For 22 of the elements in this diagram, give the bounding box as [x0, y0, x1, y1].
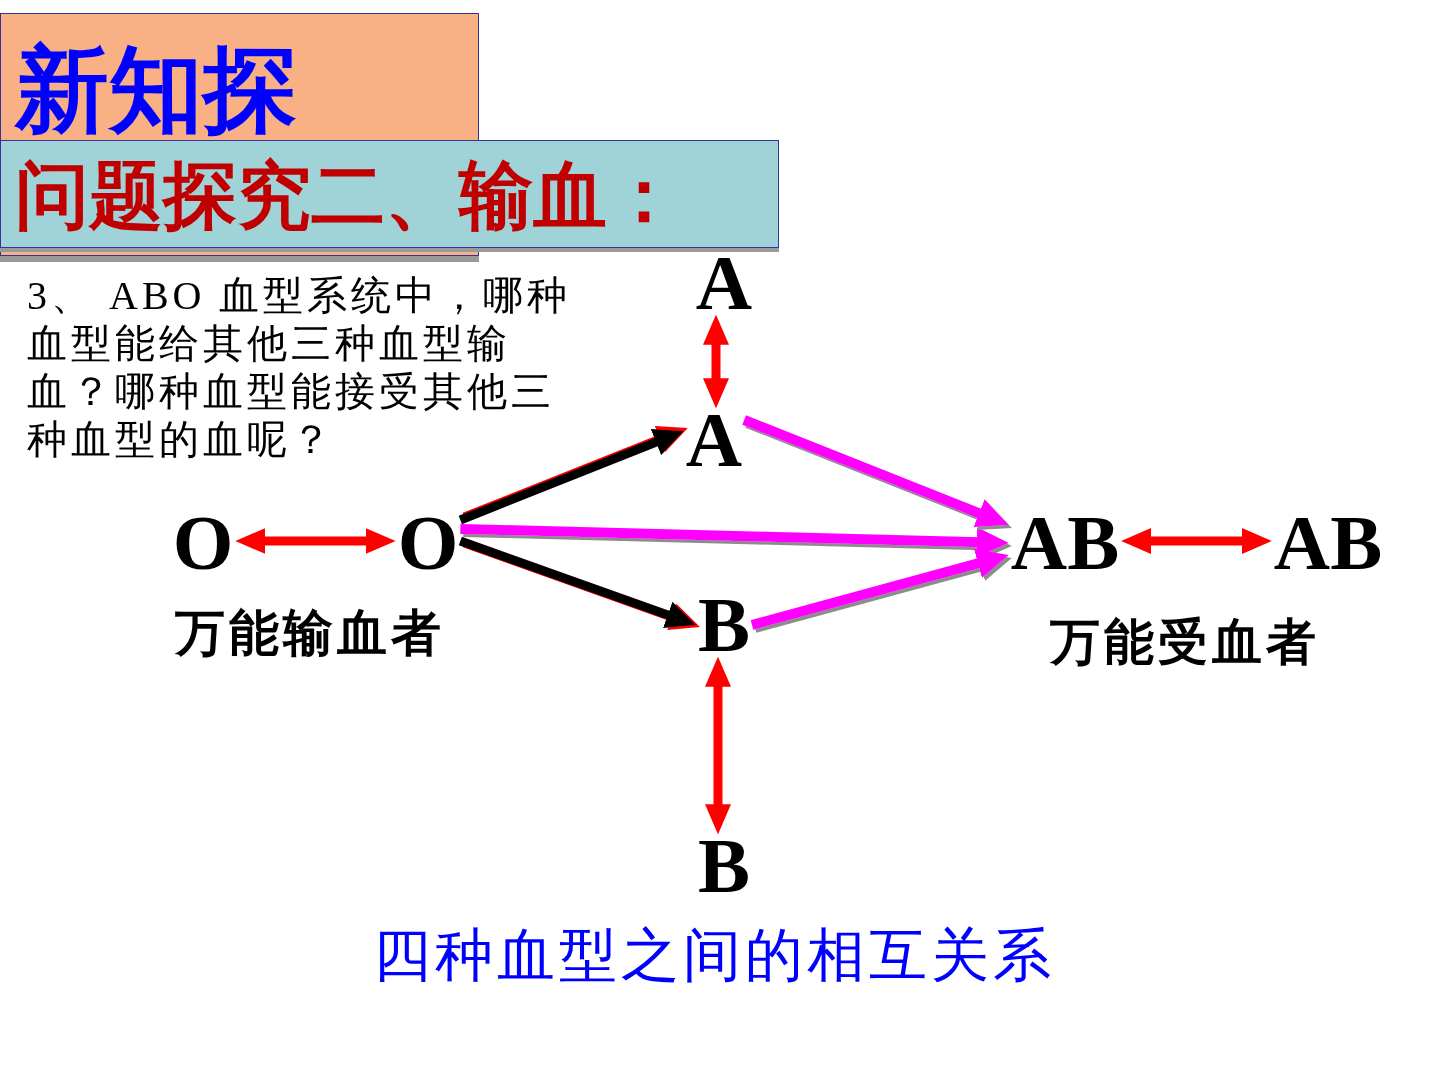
blood-type-label: AB	[1010, 513, 1120, 573]
arrow	[750, 548, 1011, 630]
double-arrow	[1121, 528, 1272, 554]
double-arrow	[703, 314, 729, 409]
annotation-text: 万能输血者	[175, 606, 445, 661]
annotation-text: 万能受血者	[1050, 615, 1320, 670]
blood-type-label: B	[698, 836, 750, 896]
question-text: 3、 ABO 血型系统中，哪种血型能给其他三种血型输血？哪种血型能接受其他三种血型的血呢？	[27, 272, 573, 464]
subheading-text: 问题探究二、输血：	[15, 158, 681, 232]
blood-type-label: B	[698, 595, 750, 655]
blood-type-label: A	[685, 410, 743, 470]
arrow	[742, 415, 1011, 530]
double-arrow	[235, 528, 396, 554]
blood-type-label: O	[172, 513, 234, 573]
heading-text: 新知探	[15, 42, 297, 136]
arrow	[458, 426, 686, 525]
double-arrow	[705, 656, 731, 835]
blood-type-label: A	[695, 253, 753, 313]
blood-type-label: AB	[1273, 513, 1383, 573]
blood-type-label: O	[397, 513, 459, 573]
caption-text: 四种血型之间的相互关系	[373, 924, 1055, 988]
arrow	[458, 536, 698, 630]
